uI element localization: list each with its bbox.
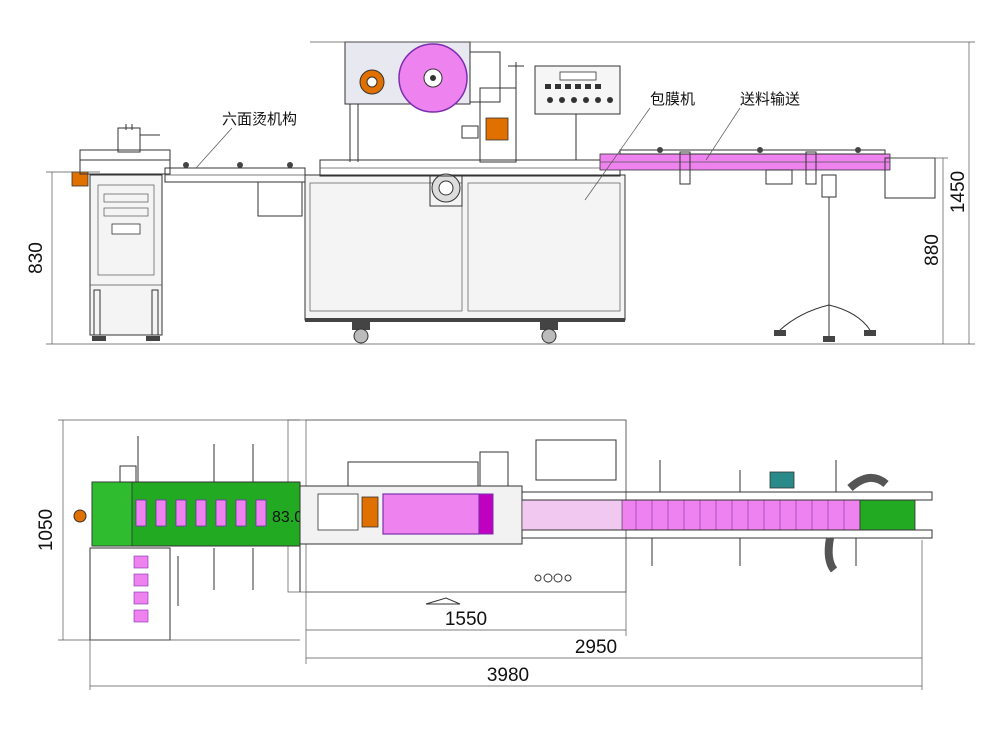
heat-sealing-unit-side bbox=[71, 124, 171, 341]
dim-height-830: 830 bbox=[26, 242, 47, 274]
caster-left bbox=[352, 322, 370, 344]
output-conveyor-side bbox=[599, 147, 936, 342]
panel-mark-text: 83.0 bbox=[272, 509, 303, 526]
dim-width-1050: 1050 bbox=[36, 509, 57, 551]
dim-length-3980: 3980 bbox=[487, 665, 529, 686]
dimension-lines-side bbox=[46, 41, 975, 345]
plan-view: 83.0 bbox=[36, 419, 933, 690]
wrapping-machine-plan bbox=[299, 439, 617, 605]
dim-height-1450: 1450 bbox=[948, 171, 969, 213]
leader-conveyor bbox=[705, 107, 741, 161]
caster-right bbox=[540, 322, 558, 344]
dim-height-880: 880 bbox=[922, 234, 943, 266]
output-conveyor-plan bbox=[521, 460, 933, 573]
link-conveyor-side bbox=[164, 162, 306, 217]
dim-length-2950: 2950 bbox=[575, 637, 617, 658]
dim-length-1550: 1550 bbox=[445, 609, 487, 630]
label-wrapping-machine: 包膜机 bbox=[650, 90, 695, 108]
label-conveyor: 送料输送 bbox=[740, 90, 800, 108]
control-panel-side bbox=[534, 65, 621, 160]
dimension-lines-plan bbox=[58, 419, 923, 690]
side-elevation-view: 六面烫机构 包膜机 送料输送 830 880 1450 bbox=[26, 41, 975, 345]
label-six-side-heat: 六面烫机构 bbox=[222, 110, 297, 128]
heat-sealing-unit-plan: 83.0 bbox=[73, 436, 303, 641]
leader-wrapping-machine bbox=[584, 107, 651, 201]
leader-heat-unit bbox=[195, 127, 233, 169]
